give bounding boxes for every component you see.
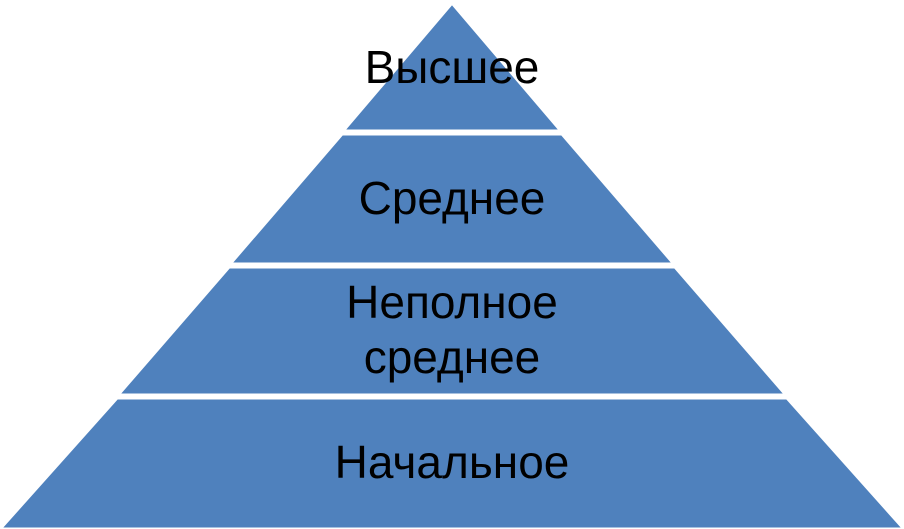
level-third-label-line2: среднее [364, 331, 541, 383]
level-second-shape [226, 132, 678, 266]
pyramid-level-second: Среднее [226, 132, 678, 266]
level-base-shape [0, 396, 904, 529]
level-second-label: Среднее [359, 172, 546, 224]
pyramid-level-top: Высшее [339, 0, 565, 133]
level-top-label: Высшее [365, 41, 540, 93]
level-base-label: Начальное [335, 436, 570, 488]
pyramid-level-base: Начальное [0, 396, 904, 529]
level-third-label-line1: Неполное [346, 276, 558, 328]
pyramid-level-third: Неполное среднее [114, 265, 790, 397]
level-third-shape [114, 265, 790, 397]
level-top-shape [339, 0, 565, 133]
